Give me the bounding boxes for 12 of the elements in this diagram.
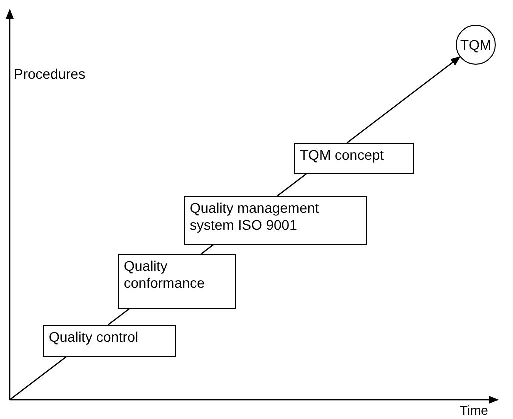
stage-box: Quality control [43, 325, 176, 357]
connector-line [277, 174, 308, 196]
goal-circle: TQM [456, 25, 496, 65]
connector-line [108, 308, 130, 326]
connector-line [10, 356, 67, 400]
axis-label: Procedures [14, 66, 86, 82]
axis-label: Time [460, 403, 488, 418]
stage-box: Quality conformance [118, 254, 236, 309]
connector-line [201, 244, 214, 254]
stage-box: TQM concept [294, 143, 414, 174]
arrow [347, 56, 461, 144]
stage-box: Quality management system ISO 9001 [184, 196, 367, 245]
